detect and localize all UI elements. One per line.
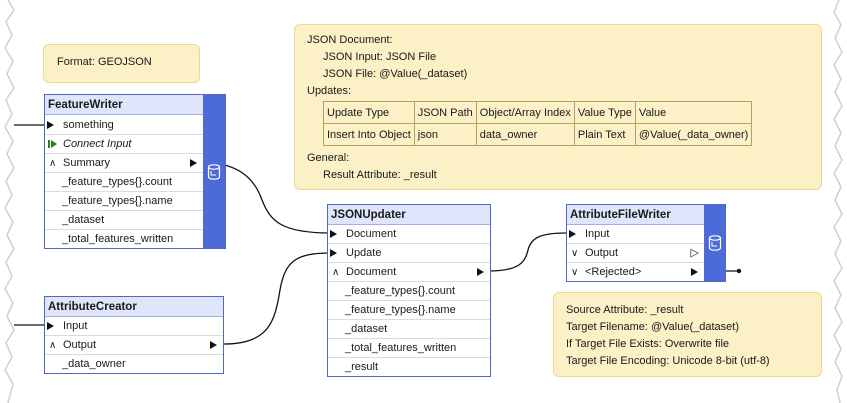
output-port[interactable]: ∨ Output ▷ [567,244,704,263]
cell-index: data_owner [475,123,575,146]
updates-table-row: Insert Into Object json data_owner Plain… [323,123,753,146]
note-if-exists: If Target File Exists: Overwrite file [566,338,730,350]
input-port[interactable]: something [45,116,203,135]
header-value: Value [634,101,753,124]
note-target-filename: Target Filename: @Value(_dataset) [566,321,739,333]
input-port[interactable]: Input [567,225,704,244]
cell-value: @Value(_data_owner) [634,123,753,146]
attribute-item: _feature_types{}.name [328,301,490,320]
attribute-item: _dataset [328,320,490,339]
attribute-item: _feature_types{}.name [45,192,203,211]
input-port-icon [330,230,337,238]
caret-up-icon[interactable]: ∧ [49,158,57,169]
connect-input-port[interactable]: Connect Input [45,135,203,154]
caret-down-icon[interactable]: ∨ [571,248,579,259]
output-port-icon [210,341,217,349]
input-port-icon [569,230,576,238]
note-result-attribute: Result Attribute: _result [323,169,437,181]
node-side-panel [704,205,725,281]
header-value-type: Value Type [573,101,636,124]
torn-edge-left [4,0,15,403]
attribute-item: _dataset [45,211,203,230]
connect-input-icon [48,140,57,148]
connector-output-to-update [223,252,331,345]
caret-up-icon[interactable]: ∧ [49,340,57,351]
input-port-icon [47,121,54,129]
jsonupdater-node[interactable]: JSONUpdater Document Update ∧ Document _… [327,204,491,377]
jsonupdater-annotation[interactable]: JSON Document: JSON Input: JSON File JSO… [294,24,822,190]
note-updates: Updates: [307,85,352,97]
attribute-item: _feature_types{}.count [328,282,490,301]
update-input-port[interactable]: Update [328,244,490,263]
updates-table: Update Type JSON Path Object/Array Index… [323,101,753,146]
note-general: General: [307,152,350,164]
rejected-endpoint [736,268,742,274]
node-title: AttributeCreator [45,297,223,317]
cell-update-type: Insert Into Object [323,123,415,146]
header-json-path: JSON Path [413,101,477,124]
format-annotation[interactable]: Format: GEOJSON [43,44,200,83]
cell-json-path: json [413,123,477,146]
input-port-icon [330,249,337,257]
note-json-input: JSON Input: JSON File [323,51,437,63]
format-text: Format: GEOJSON [57,56,152,68]
attribute-item: _total_features_written [62,233,174,245]
attribute-item: _feature_types{}.count [45,173,203,192]
cell-value-type: Plain Text [573,123,636,146]
database-icon[interactable] [708,235,722,251]
node-title: AttributeFileWriter [567,205,704,225]
input-port[interactable]: Input [45,317,223,336]
summary-output-port[interactable]: ∧ Summary [45,154,203,173]
header-index: Object/Array Index [475,101,575,124]
database-icon[interactable] [207,164,221,180]
attribute-item: _total_features_written [328,339,490,358]
caret-down-icon[interactable]: ∨ [571,267,579,278]
attribute-item: _data_owner [62,358,126,370]
note-source-attribute: Source Attribute: _result [566,304,684,316]
featurewriter-node[interactable]: FeatureWriter something Connect Input ∧ … [44,94,226,249]
document-output-port[interactable]: ∧ Document [328,263,490,282]
note-encoding: Target File Encoding: Unicode 8-bit (utf… [566,355,770,367]
connector-summary-to-document [198,161,331,234]
filewriter-annotation[interactable]: Source Attribute: _result Target Filenam… [553,292,822,377]
output-port-icon: ▷ [690,247,699,259]
attributefilewriter-node[interactable]: AttributeFileWriter Input ∨ Output ▷ ∨ <… [566,204,726,282]
note-json-document: JSON Document: [307,34,393,46]
output-port-icon [691,268,698,276]
connector-document-to-input [487,232,567,272]
node-title: FeatureWriter [45,95,203,115]
node-title: JSONUpdater [328,205,490,225]
header-update-type: Update Type [323,101,415,124]
output-port[interactable]: ∧ Output [45,336,223,355]
note-json-file: JSON File: @Value(_dataset) [323,68,468,80]
document-input-port[interactable]: Document [328,225,490,244]
updates-table-header: Update Type JSON Path Object/Array Index… [323,101,753,124]
attributecreator-node[interactable]: AttributeCreator Input ∧ Output _data_ow… [44,296,224,374]
attribute-item: _result [345,361,379,373]
node-side-panel [203,95,225,248]
input-port-icon [47,322,54,330]
torn-edge-right [833,0,843,403]
caret-up-icon[interactable]: ∧ [332,267,340,278]
output-port-icon [477,268,484,276]
output-port-icon [190,159,197,167]
rejected-output-port[interactable]: ∨ <Rejected> [567,263,704,282]
